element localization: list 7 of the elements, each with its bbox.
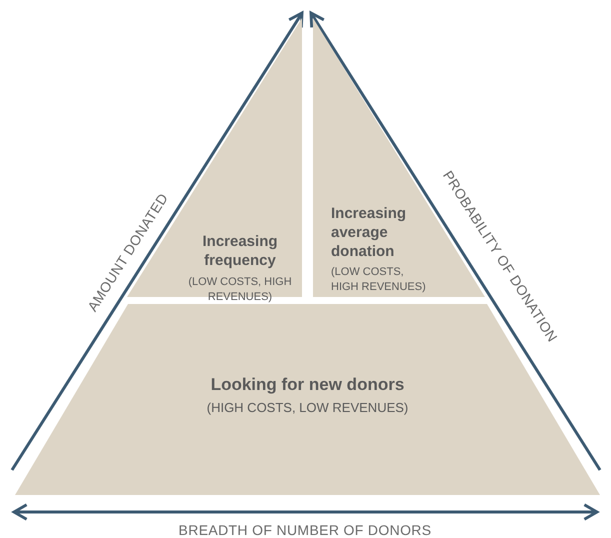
cost-note: (HIGH COSTS, LOW REVENUES) xyxy=(206,399,410,418)
cost-note: (LOW COSTS, HIGH REVENUES) xyxy=(331,265,427,296)
cost-note: (LOW COSTS, HIGH REVENUES) xyxy=(187,274,293,305)
section-heading: Increasing average donation xyxy=(331,205,408,262)
axis-label: BREADTH OF NUMBER OF DONORS xyxy=(178,521,432,538)
section-heading: Looking for new donors xyxy=(210,374,406,396)
section-heading: Increasing frequency xyxy=(201,233,279,270)
